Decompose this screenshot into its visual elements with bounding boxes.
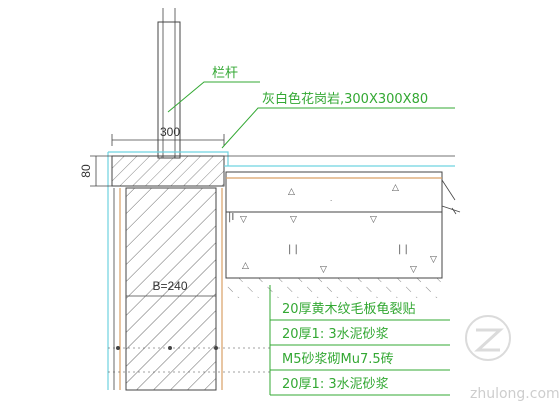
svg-text:▽: ▽ <box>430 255 437 265</box>
svg-text:·: · <box>330 197 332 205</box>
granite-label: 灰白色花岗岩,300X300X80 <box>262 91 428 107</box>
svg-text:|I: |I <box>228 212 234 223</box>
railing-label: 栏杆 <box>212 66 238 81</box>
svg-text:▽: ▽ <box>370 215 377 225</box>
concrete-slab: △ · △ ▽ ▽ ▽ |I <box>225 171 461 225</box>
svg-text:△: △ <box>392 183 399 193</box>
b240-label: B=240 <box>152 279 187 293</box>
dim-300-label: 300 <box>160 125 180 139</box>
svg-text:| |: | | <box>288 244 298 255</box>
svg-text:▽: ▽ <box>290 215 297 225</box>
dimension-80: 80 <box>79 155 112 187</box>
svg-text:△: △ <box>288 187 295 197</box>
granite-coping <box>107 151 455 390</box>
earth-fill <box>226 278 442 298</box>
layer-leaders <box>108 285 450 396</box>
dimension-300: 300 <box>111 125 225 146</box>
watermark-text: zhulong.com <box>470 386 560 402</box>
svg-text:△: △ <box>242 261 249 271</box>
brick-wall <box>113 187 223 391</box>
granite-leader: 灰白色花岗岩,300X300X80 <box>221 91 455 149</box>
sub-base: | | | | △ ▽ ▽ ▽ <box>225 211 443 279</box>
watermark: zhulong.com <box>465 315 560 402</box>
finish-2-label: 20厚1: 3水泥砂浆 <box>282 327 389 342</box>
svg-text:▽: ▽ <box>320 265 327 275</box>
finish-1-label: 20厚黄木纹毛板龟裂贴 <box>282 302 416 317</box>
svg-text:▽: ▽ <box>240 215 247 225</box>
svg-text:| |: | | <box>398 244 408 255</box>
railing-leader: 栏杆 <box>167 66 260 113</box>
svg-text:▽: ▽ <box>410 265 417 275</box>
finish-4-label: 20厚1: 3水泥砂浆 <box>282 377 389 392</box>
dim-80-label: 80 <box>79 164 93 178</box>
finish-3-label: M5砂浆砌Mu7.5砖 <box>282 352 394 367</box>
dimension-b240: B=240 <box>125 279 217 302</box>
